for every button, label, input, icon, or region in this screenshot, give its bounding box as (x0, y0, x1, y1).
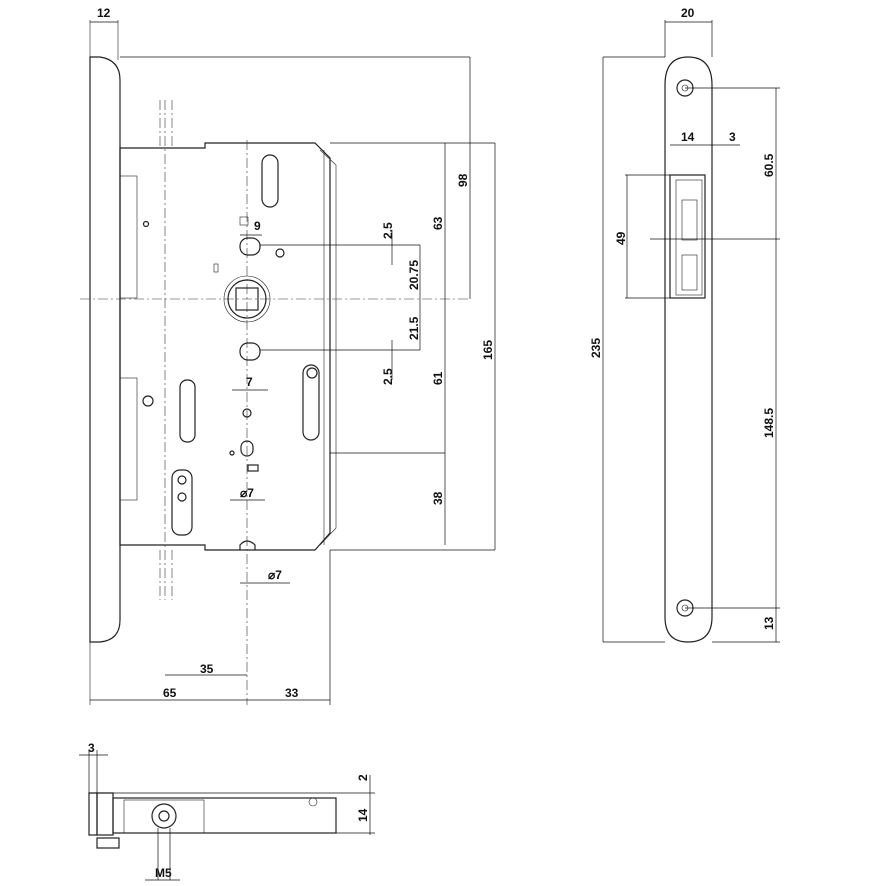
dim-case-right: 33 (285, 686, 299, 700)
dim-gap: 2 (356, 774, 370, 781)
bottom-view (79, 750, 375, 881)
dim-thread: M5 (155, 866, 172, 880)
dim-plate: 3 (88, 741, 95, 755)
dim-latch-offset: 3 (729, 130, 736, 144)
dim-top-to-latch: 60.5 (762, 153, 776, 177)
dim-handle-to-top: 98 (456, 173, 470, 187)
strike-plate (664, 56, 713, 643)
dim-faceplate-width: 12 (97, 6, 111, 20)
spindle-hub (227, 279, 267, 319)
dim-bottom-hole: 13 (762, 616, 776, 630)
dim-top-to-spindle: 63 (431, 216, 445, 230)
dim-square: 9 (254, 219, 261, 233)
front-view (80, 20, 496, 705)
dimension-labels: 12 35 65 33 98 165 63 2.5 20.75 21.5 2.5… (88, 6, 776, 880)
dim-spindle-to-hole-top: 20.75 (407, 260, 421, 290)
dim-latch-height: 49 (614, 231, 628, 245)
dim-depth: 14 (356, 808, 370, 822)
dim-latch-width: 14 (681, 130, 695, 144)
dim-strike-length: 235 (589, 338, 603, 358)
dim-hole-dia-2: ⌀7 (268, 568, 282, 582)
dim-offset-top: 2.5 (381, 222, 395, 239)
square-spindle-hole (235, 287, 259, 311)
dim-hole-width: 7 (246, 375, 253, 389)
dim-spindle-to-hole-bottom: 21.5 (407, 316, 421, 340)
dim-cylinder-to-bottom: 38 (431, 491, 445, 505)
dim-backset: 65 (163, 686, 177, 700)
dim-offset-bottom: 2.5 (381, 368, 395, 385)
dim-hole-dia-1: ⌀7 (240, 486, 254, 500)
faceplate (89, 56, 121, 643)
dim-latch-to-bottom-hole: 148.5 (762, 408, 776, 438)
dim-strike-width: 20 (681, 6, 695, 20)
lock-case (119, 142, 331, 551)
dim-spindle-to-cylinder: 61 (431, 371, 445, 385)
dim-case-height: 165 (481, 340, 495, 360)
strike-plate-view (602, 20, 780, 643)
dim-spindle-to-bolt: 35 (200, 662, 214, 676)
